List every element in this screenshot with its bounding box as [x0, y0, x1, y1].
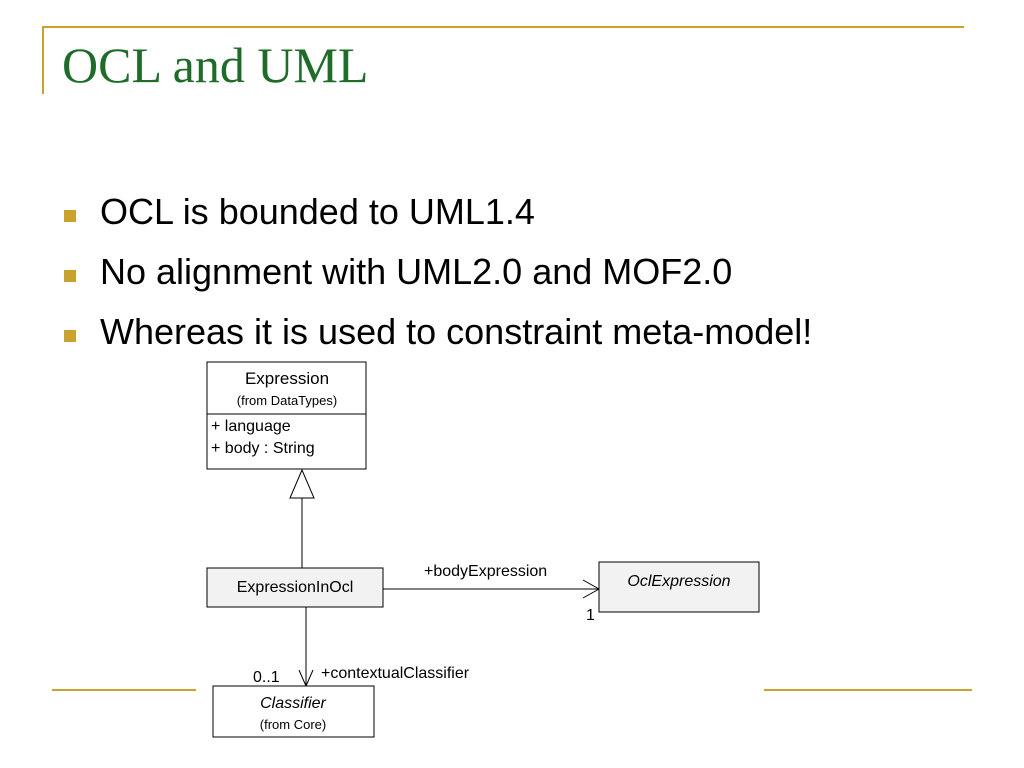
association-body-expression: +bodyExpression 1	[383, 563, 601, 624]
class-expression-name: Expression	[245, 369, 329, 388]
decor-bottom-left-rule	[52, 689, 196, 691]
bullet-square-icon	[64, 210, 76, 222]
bullet-text: Whereas it is used to constraint meta-mo…	[100, 311, 813, 352]
bullet-square-icon	[64, 270, 76, 282]
class-expression-in-ocl-name: ExpressionInOcl	[237, 579, 354, 596]
slide-title: OCL and UML	[62, 37, 369, 93]
class-expression-in-ocl: ExpressionInOcl	[206, 567, 384, 608]
bullet-text: No alignment with UML2.0 and MOF2.0	[100, 251, 733, 292]
decor-top-rule	[42, 26, 964, 28]
generalization-arrow	[289, 468, 315, 568]
class-expression-attribute: + body : String	[211, 440, 315, 457]
decor-bottom-right-rule	[764, 689, 972, 691]
role-body-expression: +bodyExpression	[424, 563, 547, 580]
class-ocl-expression-name: OclExpression	[627, 573, 730, 590]
class-classifier: Classifier (from Core)	[212, 685, 375, 738]
bullet-text: OCL is bounded to UML1.4	[100, 191, 535, 232]
multiplicity-body-expression: 1	[586, 607, 595, 624]
class-ocl-expression: OclExpression	[598, 561, 760, 613]
multiplicity-contextual-classifier: 0..1	[253, 669, 280, 686]
association-contextual-classifier: 0..1 +contextualClassifier	[253, 607, 470, 688]
class-classifier-name: Classifier	[260, 695, 326, 712]
class-expression-attribute: + language	[211, 418, 291, 435]
role-contextual-classifier: +contextualClassifier	[321, 665, 470, 682]
bullet-square-icon	[64, 330, 76, 342]
class-classifier-package: (from Core)	[260, 717, 326, 732]
decor-left-rule	[42, 26, 44, 94]
class-expression: Expression (from DataTypes) + language +…	[206, 361, 367, 470]
class-expression-package: (from DataTypes)	[237, 393, 337, 408]
